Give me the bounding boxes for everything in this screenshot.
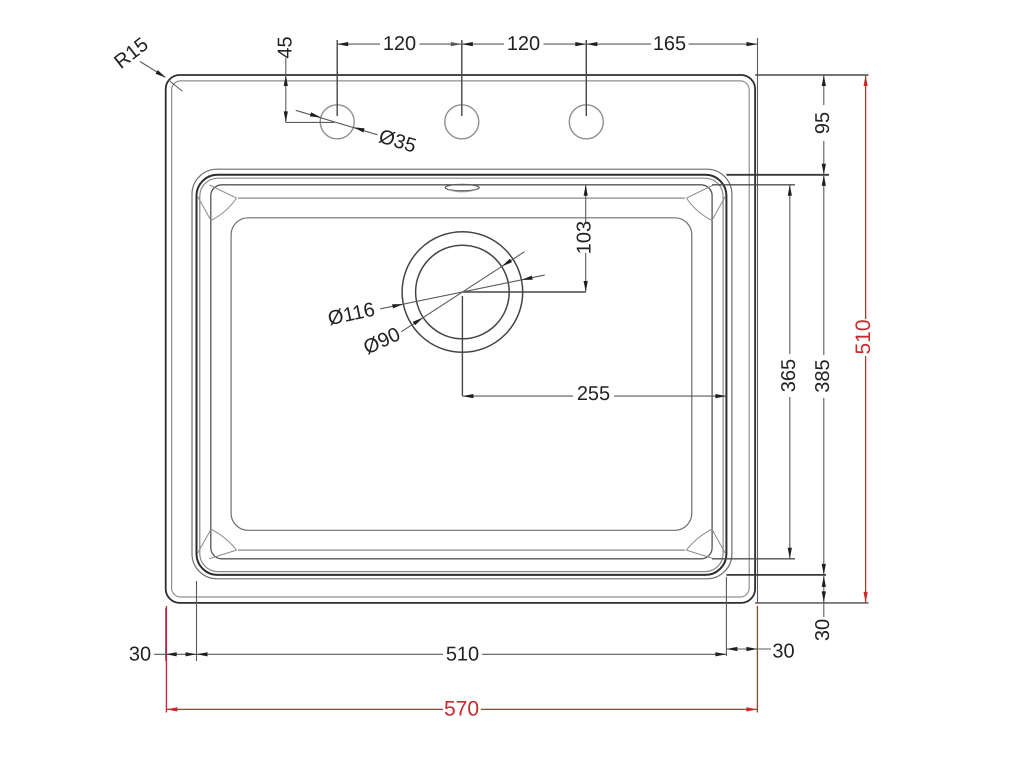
- svg-text:365: 365: [778, 359, 800, 392]
- svg-text:45: 45: [274, 36, 296, 58]
- svg-text:Ø90: Ø90: [360, 323, 404, 359]
- svg-text:120: 120: [383, 33, 416, 55]
- svg-text:Ø35: Ø35: [376, 125, 419, 157]
- svg-text:255: 255: [577, 383, 610, 405]
- svg-text:30: 30: [772, 641, 794, 663]
- svg-text:165: 165: [653, 33, 686, 55]
- svg-text:120: 120: [507, 33, 540, 55]
- svg-text:510: 510: [446, 643, 479, 665]
- svg-text:570: 570: [444, 698, 479, 721]
- svg-text:95: 95: [812, 112, 834, 134]
- svg-text:385: 385: [812, 359, 834, 392]
- svg-text:R15: R15: [110, 34, 152, 74]
- svg-text:103: 103: [574, 221, 596, 254]
- svg-text:Ø116: Ø116: [326, 299, 377, 330]
- svg-text:510: 510: [852, 319, 875, 354]
- svg-text:30: 30: [812, 619, 834, 641]
- svg-text:30: 30: [129, 643, 151, 665]
